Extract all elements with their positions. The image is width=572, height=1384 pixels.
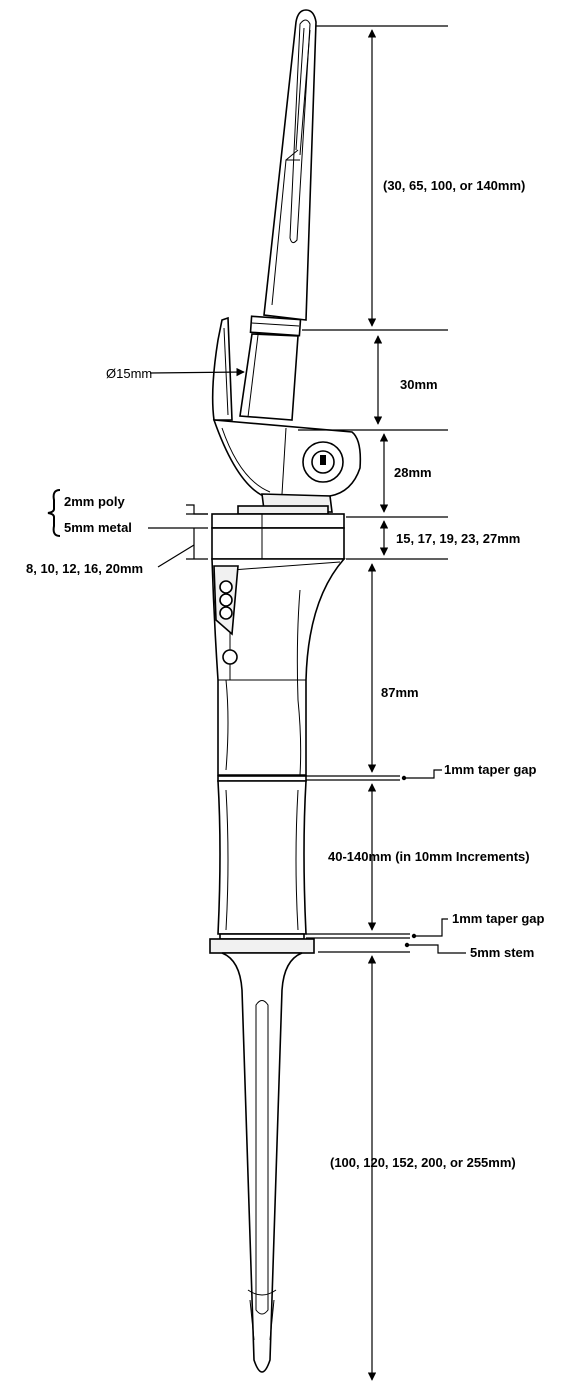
label-humeral-segment: (30, 65, 100, or 140mm) — [383, 178, 525, 193]
label-metal: 5mm metal — [64, 520, 132, 535]
label-spacers-right: 15, 17, 19, 23, 27mm — [396, 531, 520, 546]
label-body-length: 87mm — [381, 685, 419, 700]
label-stem-collar: 5mm stem — [470, 945, 534, 960]
upper-cylinder — [239, 333, 299, 421]
labels: (30, 65, 100, or 140mm) Ø15mm 30mm 28mm … — [26, 178, 545, 1170]
dimension-lines — [148, 25, 466, 1381]
label-taper-gap-1: 1mm taper gap — [444, 762, 537, 777]
implant-drawing — [209, 9, 362, 1373]
spacer-stack — [211, 505, 345, 560]
label-diameter: Ø15mm — [106, 366, 152, 381]
hook-flange — [211, 316, 233, 421]
label-spacers-left: 8, 10, 12, 16, 20mm — [26, 561, 143, 576]
extension-segment — [217, 775, 307, 935]
stem-collar — [209, 933, 315, 954]
label-collar-length: 30mm — [400, 377, 438, 392]
label-hinge-height: 28mm — [394, 465, 432, 480]
hinge-body — [212, 419, 362, 513]
label-brace — [47, 489, 61, 537]
label-taper-gap-2: 1mm taper gap — [452, 911, 545, 926]
label-extension: 40-140mm (in 10mm Increments) — [328, 849, 530, 864]
humeral-rod — [249, 9, 317, 337]
stem — [221, 952, 303, 1373]
body-segment — [211, 558, 346, 776]
label-poly: 2mm poly — [64, 494, 125, 509]
label-stem-length: (100, 120, 152, 200, or 255mm) — [330, 1155, 516, 1170]
